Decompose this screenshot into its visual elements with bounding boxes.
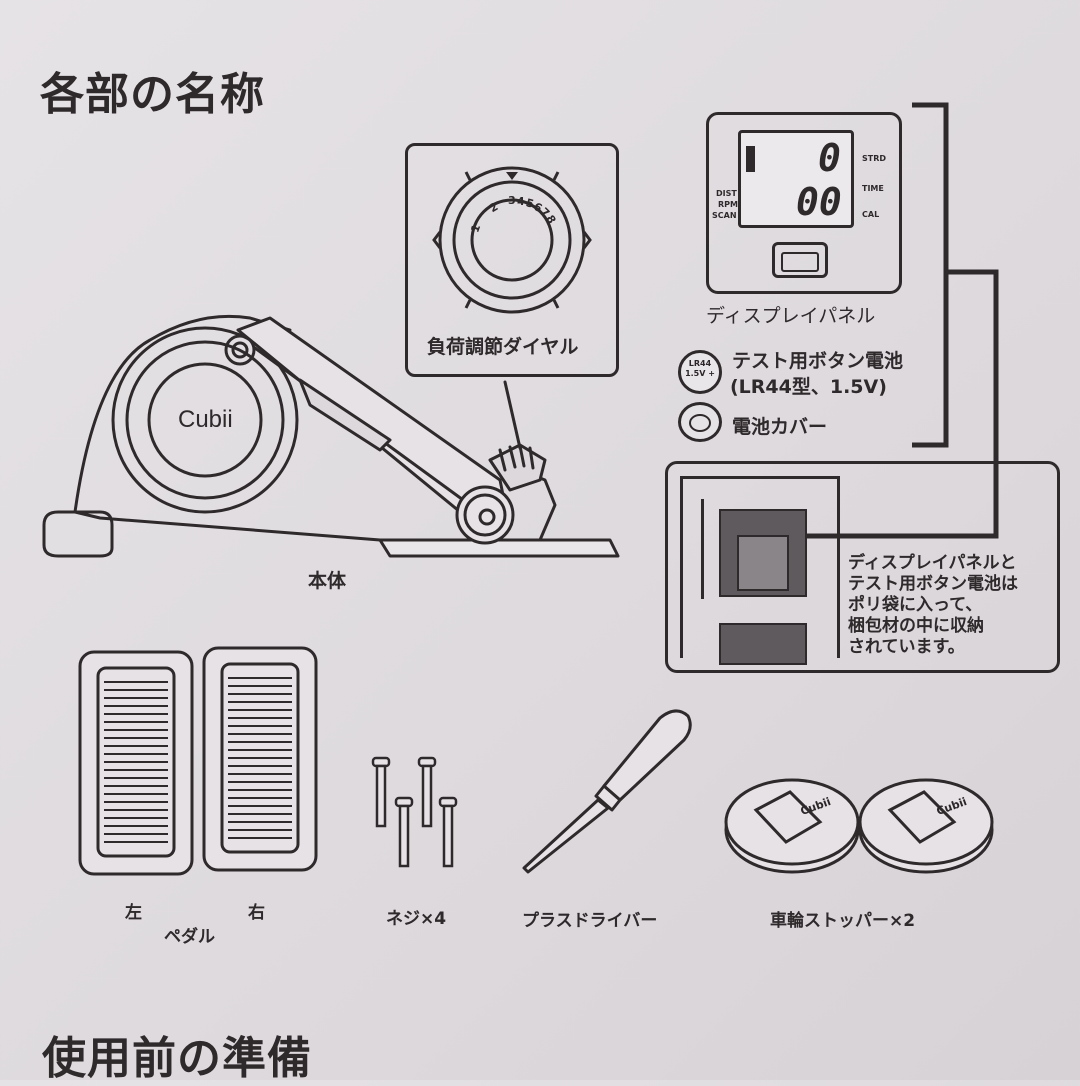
display-panel-box xyxy=(706,112,902,294)
dial-label: 負荷調節ダイヤル xyxy=(427,336,579,358)
display-readout-top: 0 xyxy=(818,136,841,180)
button-battery-icon: LR44 1.5V + xyxy=(678,350,722,394)
battery-cover-label: 電池カバー xyxy=(732,416,828,438)
display-mode-cal: CAL xyxy=(862,210,880,219)
screwdriver-label: プラスドライバー xyxy=(522,911,658,931)
wheel-stoppers-label: 車輪ストッパー×2 xyxy=(770,911,916,931)
main-unit-label: 本体 xyxy=(308,570,347,592)
dial-number-4: 4 xyxy=(517,195,525,208)
display-lcd xyxy=(738,130,854,228)
battery-cover-icon xyxy=(678,402,722,442)
packaging-note-line-5: されています。 xyxy=(848,637,965,657)
display-mode-dist: DIST xyxy=(716,189,737,198)
cubii-logo: Cubii xyxy=(178,406,233,433)
packaging-note-line-3: ポリ袋に入って、 xyxy=(848,595,983,615)
parts-section-title: 各部の名称 xyxy=(40,69,265,120)
packaging-note-line-4: 梱包材の中に収納 xyxy=(848,616,984,636)
display-readout-bottom: 00 xyxy=(796,180,842,224)
dial-number-3: 3 xyxy=(508,194,516,207)
display-mode-strd: STRD xyxy=(862,154,887,163)
packaging-illustration xyxy=(680,476,840,665)
screws-label: ネジ×4 xyxy=(386,909,447,929)
prep-section-title: 使用前の準備 xyxy=(42,1033,312,1084)
dial-callout-box xyxy=(405,143,619,377)
pedal-left-label: 左 xyxy=(125,903,142,923)
display-button-icon xyxy=(772,242,828,278)
display-mode-time: TIME xyxy=(862,184,884,193)
battery-spec: (LR44型、1.5V) xyxy=(730,376,887,398)
battery-label: テスト用ボタン電池 xyxy=(732,350,904,372)
display-mode-rpm: RPM xyxy=(718,200,738,209)
dial-scale-numbers: 1 2 3 4 5 6 7 8 xyxy=(468,192,560,234)
display-panel-label: ディスプレイパネル xyxy=(706,305,876,327)
packaging-info-box xyxy=(665,461,1060,673)
packaging-note: ディスプレイパネルと テスト用ボタン電池は ポリ袋に入って、 梱包材の中に収納 … xyxy=(848,553,1018,658)
display-mode-scan: SCAN xyxy=(712,211,737,220)
pedals-label: ペダル xyxy=(164,927,215,947)
display-indicator-bar xyxy=(746,146,755,172)
packaging-note-line-2: テスト用ボタン電池は xyxy=(848,574,1018,594)
battery-icon-text: LR44 1.5V + xyxy=(685,359,715,378)
pedal-right-label: 右 xyxy=(248,903,265,923)
packaging-note-line-1: ディスプレイパネルと xyxy=(848,553,1017,573)
